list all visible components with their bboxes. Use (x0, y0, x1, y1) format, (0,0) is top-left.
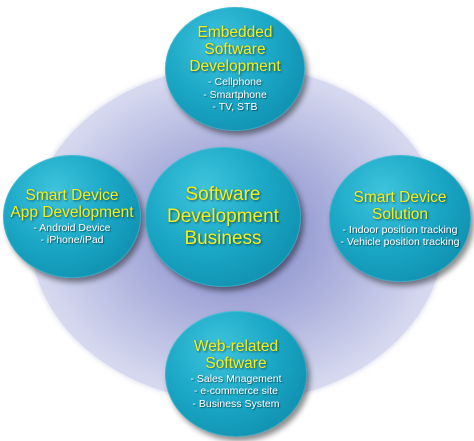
node-item-list: - Android Device - iPhone/iPad (33, 222, 110, 247)
center-title-line: Business (184, 228, 262, 249)
list-item: - Sales Mnagement (190, 372, 282, 385)
node-title-line: Smart Device (353, 188, 447, 206)
node-title-line: App Development (10, 203, 134, 221)
node-item-list: - Indoor position tracking - Vehicle pos… (340, 224, 459, 249)
node-item-list: - Sales Mnagement - e-commerce site - Bu… (190, 373, 281, 411)
center-title-line: Software (185, 184, 261, 205)
node-web-software: Web-related Software - Sales Mnagement -… (165, 311, 307, 437)
node-title-line: Embedded (197, 24, 273, 42)
node-smart-device-solution: Smart Device Solution - Indoor position … (329, 155, 471, 282)
list-item: - Vehicle position tracking (340, 236, 460, 248)
list-item: - Indoor position tracking (342, 223, 458, 236)
list-item: - e-commerce site (193, 385, 278, 398)
node-smart-device-app: Smart Device App Development - Android D… (3, 155, 141, 278)
list-item: - Smartphone (203, 88, 267, 101)
node-title-line: Software (205, 354, 267, 372)
list-item: - iPhone/iPad (40, 234, 104, 246)
list-item: - Cellphone (208, 76, 262, 89)
node-title-line: Web-related (193, 337, 279, 355)
node-embedded-software: Embedded Software Development - Cellphon… (165, 7, 305, 131)
node-title-line: Solution (371, 205, 428, 223)
list-item: - Business System (192, 397, 280, 410)
node-title-line: Smart Device (25, 186, 119, 204)
list-item: - TV, STB (212, 101, 258, 114)
center-title-line: Development (167, 206, 279, 227)
list-item: - Android Device (33, 221, 111, 234)
node-title-line: Development (189, 58, 281, 76)
node-title-line: Software (204, 41, 266, 59)
node-item-list: - Cellphone - Smartphone - TV, STB (203, 76, 267, 114)
node-center-business: Software Development Business (145, 147, 301, 287)
